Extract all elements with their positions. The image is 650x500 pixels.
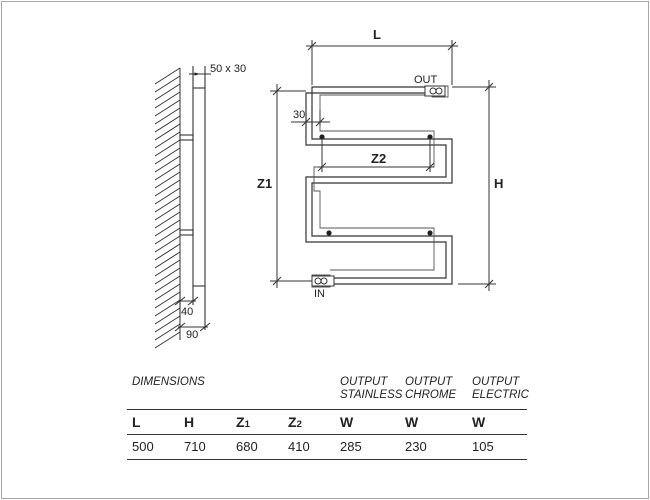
column-H: H <box>184 414 195 430</box>
value-Z1: 680 <box>236 439 258 454</box>
column-Z2: Z2 <box>288 414 302 430</box>
valve-out <box>424 85 446 97</box>
dimension-Z1-label: Z1 <box>257 176 272 191</box>
side-profile <box>174 66 211 332</box>
column-W-electric: W <box>472 414 486 430</box>
value-output-electric: 105 <box>472 439 494 454</box>
hatch-line <box>154 211 181 229</box>
hatch-line <box>154 283 181 301</box>
hatch-line <box>154 235 181 253</box>
hatch-line <box>154 67 181 85</box>
table-divider <box>127 409 527 410</box>
table-divider <box>127 434 527 435</box>
column-Z1: Z1 <box>236 414 250 430</box>
hatch-line <box>154 275 181 293</box>
in-label: IN <box>314 288 325 300</box>
hatch-line <box>154 75 181 93</box>
dimension-90-label: 90 <box>186 329 198 341</box>
profile-dimension-label: 50 x 30 <box>210 63 246 75</box>
hatch-line <box>154 267 181 285</box>
dimension-L-label: L <box>373 27 381 42</box>
hatch-line <box>154 195 181 213</box>
spec-column-row: L H Z1 Z2 W W W <box>127 410 547 434</box>
hatch-line <box>154 163 181 181</box>
dimension-Z1 <box>270 84 312 288</box>
hatch-line <box>154 99 181 117</box>
hatch-line <box>154 331 181 349</box>
hatch-line <box>154 83 181 101</box>
out-label: OUT <box>414 74 438 86</box>
hatch-line <box>154 179 181 197</box>
hatch-line <box>154 131 181 149</box>
hatch-line <box>154 243 181 261</box>
dimensions-heading: DIMENSIONS <box>132 376 205 388</box>
value-output-chrome: 230 <box>405 439 427 454</box>
dimension-30-label: 30 <box>293 109 305 121</box>
hatch-line <box>154 227 181 245</box>
hatch-line <box>154 307 181 325</box>
hatch-line <box>154 107 181 125</box>
dimension-30 <box>291 110 330 127</box>
hatch-line <box>154 123 181 141</box>
hatch-line <box>154 115 181 133</box>
value-L: 500 <box>132 439 154 454</box>
column-W-chrome: W <box>405 414 419 430</box>
dimension-Z2 <box>317 140 435 172</box>
mounting-points <box>319 134 433 236</box>
hatch-line <box>154 299 181 317</box>
serpentine-tube <box>305 86 453 285</box>
dimension-Z2-label: Z2 <box>371 151 386 166</box>
hatch-line <box>154 323 181 341</box>
hatch-line <box>154 219 181 237</box>
value-H: 710 <box>184 439 206 454</box>
dimension-40-label: 40 <box>181 306 193 318</box>
hatch-line <box>154 203 181 221</box>
hatch-line <box>154 315 181 333</box>
hatch-line <box>154 259 181 277</box>
value-output-stainless: 285 <box>340 439 362 454</box>
dimension-L <box>306 40 458 85</box>
hatch-line <box>154 91 181 109</box>
dimension-H <box>452 80 496 291</box>
dimension-H-label: H <box>494 176 503 191</box>
hatch-line <box>154 291 181 309</box>
hatch-line <box>154 139 181 157</box>
value-Z2: 410 <box>288 439 310 454</box>
spec-value-row: 500 710 680 410 285 230 105 <box>127 435 547 459</box>
column-L: L <box>132 414 141 430</box>
hatch-line <box>154 171 181 189</box>
tube-inner-outline <box>311 85 449 288</box>
hatch-line <box>154 155 181 173</box>
hatch-line <box>154 187 181 205</box>
hatch-line <box>154 147 181 165</box>
hatch-line <box>154 251 181 269</box>
table-divider <box>127 459 527 460</box>
wall-hatching <box>154 67 181 349</box>
column-W-stainless: W <box>340 414 354 430</box>
valve-in <box>311 275 335 287</box>
